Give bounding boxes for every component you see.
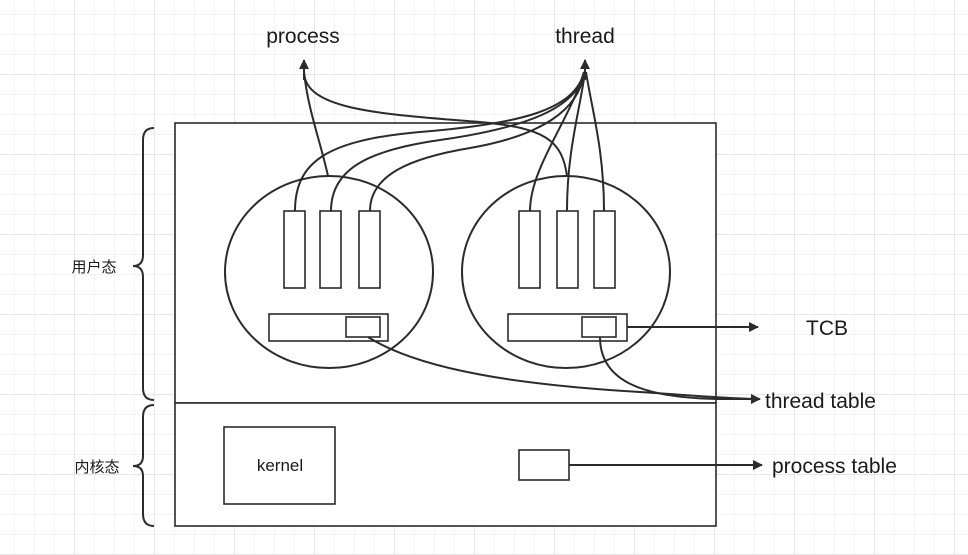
tcb-entry-right — [581, 316, 617, 338]
process-link — [303, 71, 329, 177]
thread-link — [566, 71, 586, 212]
process-ellipse-left — [224, 175, 434, 369]
process-link — [303, 71, 568, 177]
thread-link — [330, 71, 585, 212]
thread-label: thread — [555, 25, 615, 48]
kernel-mode-brace — [132, 404, 155, 527]
process-table-entry — [518, 449, 570, 481]
kernel-label: kernel — [257, 456, 303, 475]
thread-block — [283, 210, 306, 289]
kernel-box — [223, 426, 336, 505]
thread-link — [585, 71, 605, 212]
tcb-label: TCB — [806, 317, 848, 340]
tcb-entry-left — [345, 316, 381, 338]
thread-link — [294, 71, 585, 212]
thread-table-label: thread table — [765, 390, 876, 413]
user-mode-brace — [132, 127, 155, 401]
user-mode-label: 用户态 — [71, 258, 116, 276]
thread-table-link-left — [367, 336, 761, 400]
user-space-box — [174, 122, 717, 404]
thread-block — [358, 210, 381, 289]
thread-table-link-right — [599, 336, 761, 404]
process-table-label: process table — [772, 455, 897, 478]
thread-block — [593, 210, 616, 289]
kernel-mode-label: 内核态 — [74, 458, 119, 476]
thread-block — [556, 210, 579, 289]
thread-block — [319, 210, 342, 289]
thread-block — [518, 210, 541, 289]
process-label: process — [266, 25, 340, 48]
